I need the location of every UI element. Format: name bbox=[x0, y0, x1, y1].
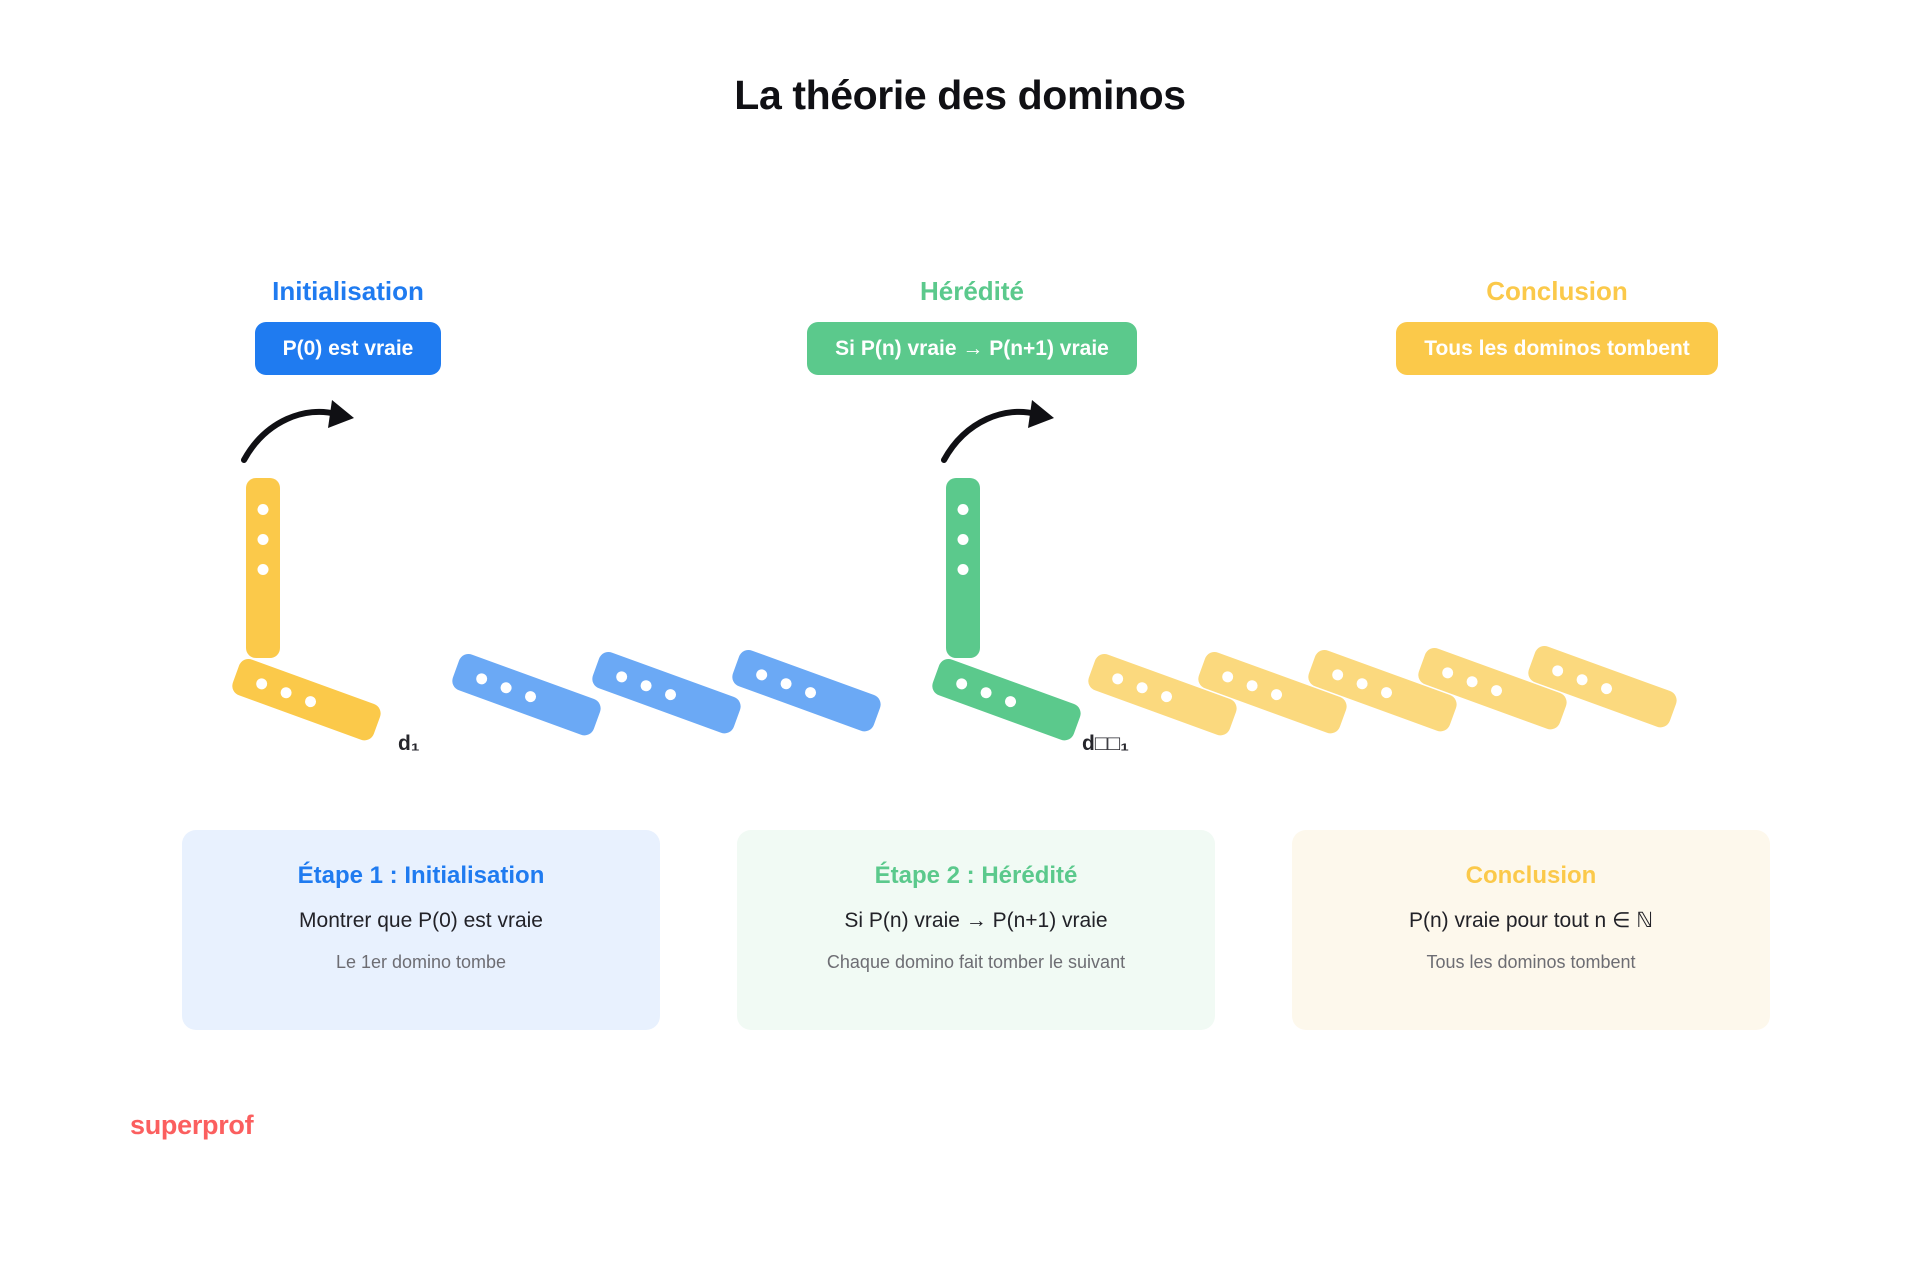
domino-pip bbox=[1550, 663, 1565, 678]
card-title-conclusion: Conclusion bbox=[1465, 862, 1597, 889]
card-sub-initialisation: Le 1er domino tombe bbox=[335, 952, 507, 972]
domino-label-d1: d₁ bbox=[398, 732, 420, 755]
domino-pip bbox=[257, 564, 269, 575]
domino-pip bbox=[1330, 667, 1345, 682]
domino-pip bbox=[1575, 672, 1590, 687]
domino-pip bbox=[979, 685, 994, 700]
fallen-domino bbox=[449, 651, 604, 739]
domino-pip bbox=[303, 694, 318, 709]
card-sub-heredite: Chaque domino fait tomber le suivant bbox=[826, 952, 1126, 972]
fallen-domino bbox=[729, 647, 884, 735]
standing-domino-heredite bbox=[946, 478, 980, 658]
fallen-domino bbox=[229, 656, 384, 744]
column-title-conclusion: Conclusion bbox=[1486, 276, 1628, 306]
domino-pip bbox=[1135, 680, 1150, 695]
domino-pip bbox=[957, 534, 969, 545]
domino-pip bbox=[957, 564, 969, 575]
card-title-heredite: Étape 2 : Hérédité bbox=[874, 862, 1078, 889]
card-main-heredite: Si P(n) vraie → P(n+1) vraie bbox=[844, 909, 1108, 932]
column-header-heredite: Hérédité Si P(n) vraie → P(n+1) vraie bbox=[732, 278, 1212, 375]
domino-pip bbox=[954, 676, 969, 691]
domino-pip bbox=[254, 676, 269, 691]
domino-pip bbox=[779, 676, 794, 691]
column-title-initialisation: Initialisation bbox=[272, 276, 424, 306]
card-sub-conclusion: Tous les dominos tombent bbox=[1426, 952, 1636, 972]
domino-pip bbox=[1489, 683, 1504, 698]
superprof-logo: superprof bbox=[130, 1110, 254, 1140]
domino-pip bbox=[1269, 687, 1284, 702]
domino-pip bbox=[663, 687, 678, 702]
card-initialisation: Étape 1 : Initialisation Montrer que P(0… bbox=[182, 830, 660, 1030]
domino-scene-heredite: d□□₁ bbox=[929, 400, 1730, 770]
domino-pip bbox=[1110, 671, 1125, 686]
domino-pip bbox=[499, 680, 514, 695]
column-title-heredite: Hérédité bbox=[919, 276, 1025, 306]
domino-pip bbox=[1599, 681, 1614, 696]
domino-pip bbox=[279, 685, 294, 700]
domino-pip bbox=[474, 671, 489, 686]
fall-arrow-icon bbox=[941, 400, 1054, 463]
summary-cards: Étape 1 : Initialisation Montrer que P(0… bbox=[0, 830, 1920, 1030]
fall-arrow-icon bbox=[241, 400, 354, 463]
domino-pip bbox=[523, 689, 538, 704]
domino-label-dn1: d□□₁ bbox=[1082, 732, 1129, 755]
domino-pip bbox=[1379, 685, 1394, 700]
domino-pip bbox=[1355, 676, 1370, 691]
column-header-initialisation: Initialisation P(0) est vraie bbox=[200, 278, 496, 375]
domino-pip bbox=[1440, 665, 1455, 680]
domino-pip bbox=[639, 678, 654, 693]
domino-pip bbox=[1465, 674, 1480, 689]
card-main-conclusion: P(n) vraie pour tout n ∈ ℕ bbox=[1408, 909, 1654, 932]
card-conclusion: Conclusion P(n) vraie pour tout n ∈ ℕ To… bbox=[1292, 830, 1770, 1030]
standing-domino-initialisation bbox=[246, 478, 280, 658]
card-heredite: Étape 2 : Hérédité Si P(n) vraie → P(n+1… bbox=[737, 830, 1215, 1030]
column-header-conclusion: Conclusion Tous les dominos tombent bbox=[1364, 278, 1750, 375]
domino-pip bbox=[1220, 669, 1235, 684]
domino-pip bbox=[754, 667, 769, 682]
card-main-initialisation: Montrer que P(0) est vraie bbox=[299, 909, 543, 932]
domino-scene-initialisation: d₁ bbox=[229, 400, 884, 770]
pill-initialisation[interactable]: P(0) est vraie bbox=[254, 322, 442, 375]
card-title-initialisation: Étape 1 : Initialisation bbox=[297, 862, 545, 889]
domino-pip bbox=[1159, 689, 1174, 704]
fallen-domino bbox=[929, 656, 1084, 744]
domino-pip bbox=[257, 534, 269, 545]
domino-pip bbox=[1003, 694, 1018, 709]
fallen-domino bbox=[589, 649, 744, 737]
pill-heredite[interactable]: Si P(n) vraie → P(n+1) vraie bbox=[807, 322, 1137, 375]
column-headers: Initialisation P(0) est vraie Hérédité S… bbox=[0, 278, 1920, 388]
pill-conclusion[interactable]: Tous les dominos tombent bbox=[1396, 322, 1718, 375]
domino-pip bbox=[257, 504, 269, 515]
domino-pip bbox=[1245, 678, 1260, 693]
domino-pip bbox=[614, 669, 629, 684]
domino-pip bbox=[803, 685, 818, 700]
page-title: La théorie des dominos bbox=[734, 72, 1186, 118]
domino-pip bbox=[957, 504, 969, 515]
